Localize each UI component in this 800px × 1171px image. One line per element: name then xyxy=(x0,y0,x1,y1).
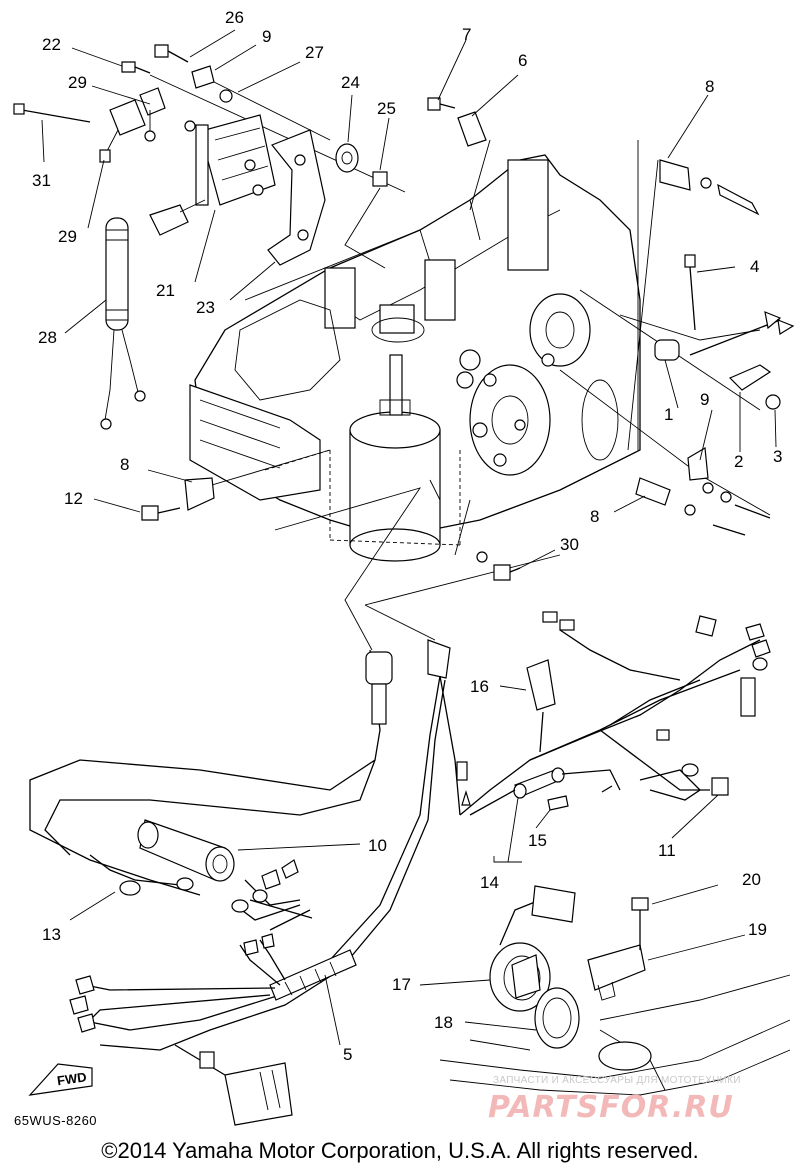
label-18: 18 xyxy=(434,1013,453,1032)
label-29-bottom: 29 xyxy=(58,227,77,246)
fwd-badge: FWD xyxy=(28,1063,93,1096)
label-8-right: 8 xyxy=(590,507,599,526)
label-23: 23 xyxy=(196,298,215,317)
label-29-top: 29 xyxy=(68,73,87,92)
switch-assembly xyxy=(439,885,791,1096)
label-1: 1 xyxy=(664,405,673,424)
wire-harness xyxy=(29,611,771,1126)
bolt-30 xyxy=(476,551,521,581)
part-labels: 26 9 22 27 7 6 29 24 8 25 31 29 4 21 23 … xyxy=(32,8,782,1064)
label-leaders xyxy=(41,29,777,1046)
collar-25 xyxy=(372,171,388,187)
cable-tie-31 xyxy=(13,103,91,123)
label-7: 7 xyxy=(462,25,471,44)
copyright-notice: ©2014 Yamaha Motor Corporation, U.S.A. A… xyxy=(101,1138,699,1163)
label-30: 30 xyxy=(560,535,579,554)
label-11: 11 xyxy=(658,841,676,860)
label-28: 28 xyxy=(38,328,57,347)
label-10: 10 xyxy=(368,836,387,855)
engine-block xyxy=(189,154,641,562)
bracket-12 xyxy=(141,477,215,521)
label-15: 15 xyxy=(528,831,547,850)
label-14: 14 xyxy=(480,873,499,892)
label-20: 20 xyxy=(742,870,761,889)
grommet-24 xyxy=(335,143,359,173)
ignition-coil-28 xyxy=(100,217,146,430)
label-5: 5 xyxy=(343,1045,352,1064)
label-24: 24 xyxy=(341,73,360,92)
ground-lead-13 xyxy=(89,854,194,896)
leader-lines xyxy=(149,74,771,651)
label-3: 3 xyxy=(773,447,782,466)
label-4: 4 xyxy=(750,257,759,276)
watermark-subtitle: ЗАПЧАСТИ И АКСЕССУАРЫ ДЛЯ МОТОТЕХНИКИ xyxy=(493,1075,741,1086)
diagram-code: 65WUS-8260 xyxy=(14,1113,98,1128)
label-16: 16 xyxy=(470,677,489,696)
label-27: 27 xyxy=(305,43,324,62)
label-13: 13 xyxy=(42,925,61,944)
label-6: 6 xyxy=(518,51,527,70)
label-8-left: 8 xyxy=(120,455,129,474)
bolts-top xyxy=(121,44,487,147)
label-8-top: 8 xyxy=(705,77,714,96)
label-19: 19 xyxy=(748,920,767,939)
fwd-label: FWD xyxy=(56,1069,87,1088)
label-26: 26 xyxy=(225,8,244,27)
label-9-top: 9 xyxy=(262,27,271,46)
tube-10 xyxy=(137,819,235,882)
label-2: 2 xyxy=(734,452,743,471)
label-31: 31 xyxy=(32,171,51,190)
right-parts xyxy=(635,159,795,536)
spark-caps-29 xyxy=(99,87,196,163)
label-22: 22 xyxy=(42,35,61,54)
cdi-unit xyxy=(149,114,276,236)
label-12: 12 xyxy=(64,489,83,508)
label-17: 17 xyxy=(392,975,411,994)
watermark-brand: PARTSFOR.RU xyxy=(488,1090,734,1125)
label-9-right: 9 xyxy=(700,390,709,409)
bracket-23 xyxy=(267,129,326,266)
label-25: 25 xyxy=(377,99,396,118)
label-21: 21 xyxy=(156,281,175,300)
